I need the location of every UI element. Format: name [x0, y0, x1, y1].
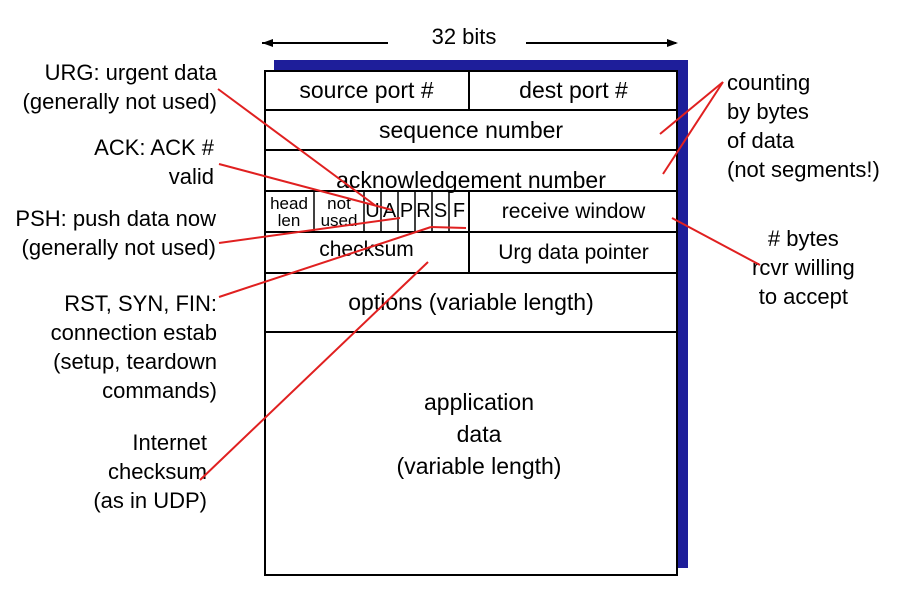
app-data-line2: data: [456, 421, 502, 447]
rst-line3: (setup, teardown: [53, 349, 217, 374]
counting-pointer-ack: [662, 81, 724, 175]
flag-psh: P: [399, 200, 414, 222]
ack-line2: valid: [168, 164, 214, 189]
urg-line2: (generally not used): [22, 89, 217, 114]
cs-line3: (as in UDP): [93, 488, 207, 513]
cs-line2: checksum: [107, 459, 207, 484]
application-data-field: application data (variable length): [264, 332, 694, 576]
ack-line1: ACK: ACK #: [94, 135, 214, 160]
urg-pointer-field: Urg data pointer: [498, 240, 649, 264]
width-label: 32 bits: [431, 24, 497, 49]
app-data-line1: application: [424, 389, 534, 415]
ack-annotation: ACK: ACK # valid: [94, 133, 214, 191]
count-line3: of data: [727, 128, 795, 153]
count-line4: (not segments!): [727, 157, 880, 182]
urg-annotation: URG: urgent data (generally not used): [23, 58, 217, 116]
ack-number-field: acknowledgement number: [336, 167, 606, 193]
sequence-number-field: sequence number: [378, 116, 564, 143]
rcvr-line1: # bytes: [767, 226, 839, 251]
rcvr-annotation: # bytes rcvr willing to accept: [752, 224, 855, 311]
rst-line4: commands): [102, 378, 217, 403]
checksum-annotation: Internet checksum (as in UDP): [93, 428, 207, 515]
psh-pointer-line: [218, 217, 401, 244]
rst-syn-fin-annotation: RST, SYN, FIN: connection estab (setup, …: [51, 289, 217, 405]
psh-line2: (generally not used): [21, 235, 216, 260]
checksum-pointer-line: [199, 261, 429, 481]
dest-port-field: dest port #: [519, 76, 628, 103]
tcp-segment-box: [264, 70, 678, 576]
counting-pointer-seq: [659, 81, 724, 135]
receive-window-field: receive window: [501, 199, 646, 223]
rcvr-line3: to accept: [758, 284, 848, 309]
rst-pointer-line: [218, 226, 432, 298]
flag-syn: S: [433, 200, 448, 222]
rcvr-pointer-line: [671, 217, 761, 266]
flag-rst: R: [416, 200, 431, 222]
psh-annotation: PSH: push data now (generally not used): [15, 204, 216, 262]
head-len-line1: head: [270, 193, 308, 213]
flag-ack: A: [382, 200, 397, 222]
source-port-field: source port #: [299, 76, 434, 103]
head-len-field: head len: [264, 191, 314, 232]
rst-pointer-line-2: [430, 226, 467, 229]
psh-line1: PSH: push data now: [15, 206, 216, 231]
count-line1: counting: [727, 70, 811, 95]
urg-pointer-line: [217, 88, 377, 207]
app-data-line3: (variable length): [396, 453, 562, 479]
count-line2: by bytes: [727, 99, 809, 124]
flag-fin: F: [452, 200, 466, 222]
not-used-line1: not: [327, 193, 351, 213]
head-len-line2: len: [277, 210, 301, 230]
rcvr-line2: rcvr willing: [752, 255, 855, 280]
cs-line1: Internet: [132, 430, 207, 455]
urg-line1: URG: urgent data: [44, 60, 217, 85]
rst-line1: RST, SYN, FIN:: [64, 291, 217, 316]
rst-line2: connection estab: [50, 320, 217, 345]
ack-pointer-line: [218, 163, 393, 211]
options-field: options (variable length): [348, 289, 594, 315]
counting-annotation: counting by bytes of data (not segments!…: [727, 68, 880, 184]
